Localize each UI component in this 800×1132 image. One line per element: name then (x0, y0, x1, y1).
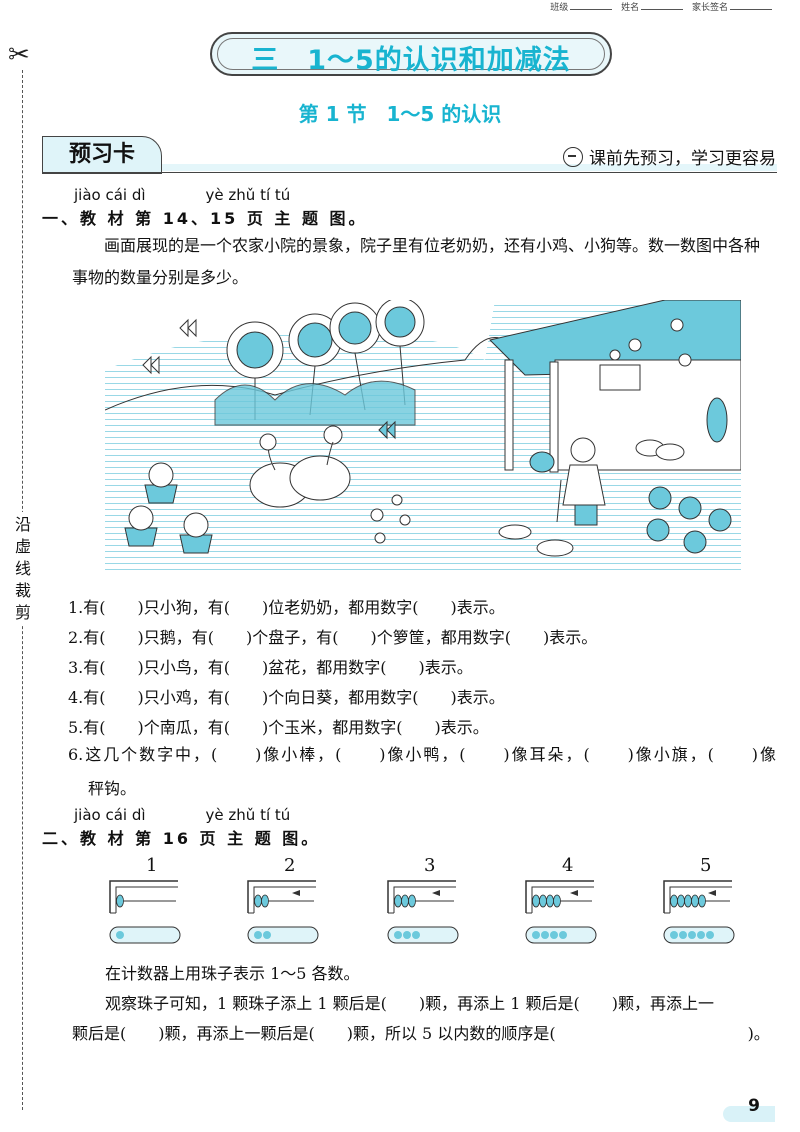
preview-tab: 预习卡 (42, 136, 162, 174)
divider (42, 172, 777, 173)
preview-band (160, 164, 777, 171)
abacus-drawing (387, 880, 459, 944)
question-6-continued: 秤钩。 (88, 779, 137, 798)
abacus-drawing (109, 880, 181, 944)
question-4: 4.有( )只小鸡，有( )个向日葵，都用数字( )表示。 (68, 688, 505, 707)
part2-line-2: 观察珠子可知，1 颗珠子添上 1 颗后是( )颗，再添上 1 颗后是( )颗，再… (105, 994, 714, 1013)
question-3: 3.有( )只小鸟，有( )盆花，都用数字( )表示。 (68, 658, 473, 677)
tray-bead (559, 931, 567, 939)
tray-bead (706, 931, 714, 939)
student-info-line: 班级 姓名 家长签名 (550, 0, 778, 13)
bead (553, 894, 561, 908)
tray-bead (394, 931, 402, 939)
abacus-number: 2 (284, 855, 296, 876)
tray-bead (254, 931, 262, 939)
name-field[interactable] (641, 9, 684, 10)
tray-bead (116, 931, 124, 939)
tray-bead (541, 931, 549, 939)
bead (116, 894, 124, 908)
grandma (556, 437, 606, 526)
pinyin-line: jiào cái dì yè zhǔ tí tú (74, 186, 291, 204)
sunflower-group (214, 300, 425, 426)
part1-paragraph: 画面展现的是一个农家小院的景象，院子里有位老奶奶，还有小鸡、小狗等。数一数图中各… (72, 236, 761, 287)
abacus-1: 1 (108, 855, 188, 950)
bead (408, 894, 416, 908)
tray-bead (263, 931, 271, 939)
bead (394, 894, 402, 908)
tray-bead (550, 931, 558, 939)
farmyard-illustration (105, 300, 741, 572)
name-label: 姓名 (621, 3, 640, 13)
cut-instruction: 沿虚线裁剪 (13, 512, 33, 626)
bead (691, 894, 699, 908)
pinyin-line-2: jiào cái dì yè zhǔ tí tú (74, 806, 291, 824)
chapter-title: 三 1～5的认识和加减法 (251, 45, 571, 76)
tray-bead (532, 931, 540, 939)
abacus-3: 3 (386, 855, 466, 950)
abacus-number: 3 (424, 855, 436, 876)
part2-heading: 二、教 材 第 16 页 主 题 图。 (42, 829, 321, 848)
question-2: 2.有( )只鹅，有( )个盘子，有( )个箩筐，都用数字( )表示。 (68, 628, 598, 647)
bead (546, 894, 554, 908)
bead (532, 894, 540, 908)
page-number: 9 (748, 1096, 760, 1116)
preview-tip: 课前先预习，学习更容易 (563, 144, 776, 169)
abacus-drawing (663, 880, 735, 944)
chapter-banner: 三 1～5的认识和加减法 (210, 32, 612, 76)
question-1: 1.有( )只小狗，有( )位老奶奶，都用数字( )表示。 (68, 598, 505, 617)
abacus-drawing (247, 880, 319, 944)
section-title: 第 1 节 1～5 的认识 (298, 102, 502, 126)
question-5: 5.有( )个南瓜，有( )个玉米，都用数字( )表示。 (68, 718, 489, 737)
tray-bead (403, 931, 411, 939)
parent-signature-field[interactable] (730, 9, 772, 10)
tray-bead (679, 931, 687, 939)
bead (539, 894, 547, 908)
abacus-2: 2 (246, 855, 326, 950)
abacus-drawing (525, 880, 597, 944)
pumpkins (646, 486, 732, 554)
tray-bead (688, 931, 696, 939)
question-6: 6.这几个数字中，( )像小棒，( )像小鸭，( )像耳朵，( )像小旗，( )… (68, 745, 776, 764)
bead (261, 894, 269, 908)
part2-line-3: 颗后是( )颗，再添上一颗后是( )颗，所以 5 以内数的顺序是( )。 (72, 1024, 770, 1043)
abacus-number: 4 (562, 855, 574, 876)
bead (684, 894, 692, 908)
bead (677, 894, 685, 908)
abacus-4: 4 (524, 855, 604, 950)
preview-tip-text: 课前先预习，学习更容易 (589, 149, 776, 169)
class-field[interactable] (570, 9, 613, 10)
bead (670, 894, 678, 908)
geese (249, 425, 351, 508)
parent-signature-label: 家长签名 (691, 3, 728, 13)
tray-bead (412, 931, 420, 939)
scissors-icon: ✂ (8, 40, 30, 70)
part2-line-1: 在计数器上用珠子表示 1～5 各数。 (105, 964, 360, 983)
abacus-number: 1 (146, 855, 158, 876)
tray-bead (697, 931, 705, 939)
alarm-clock-icon (563, 147, 583, 167)
abacus-number: 5 (700, 855, 712, 876)
page-number-band (723, 1106, 775, 1122)
class-label: 班级 (550, 3, 569, 13)
abacus-5: 5 (662, 855, 742, 950)
part1-heading: 一、教 材 第 14、15 页 主 题 图。 (42, 209, 368, 228)
tray-bead (670, 931, 678, 939)
flower-pots (124, 462, 213, 554)
bead (254, 894, 262, 908)
bead (401, 894, 409, 908)
bead (698, 894, 706, 908)
